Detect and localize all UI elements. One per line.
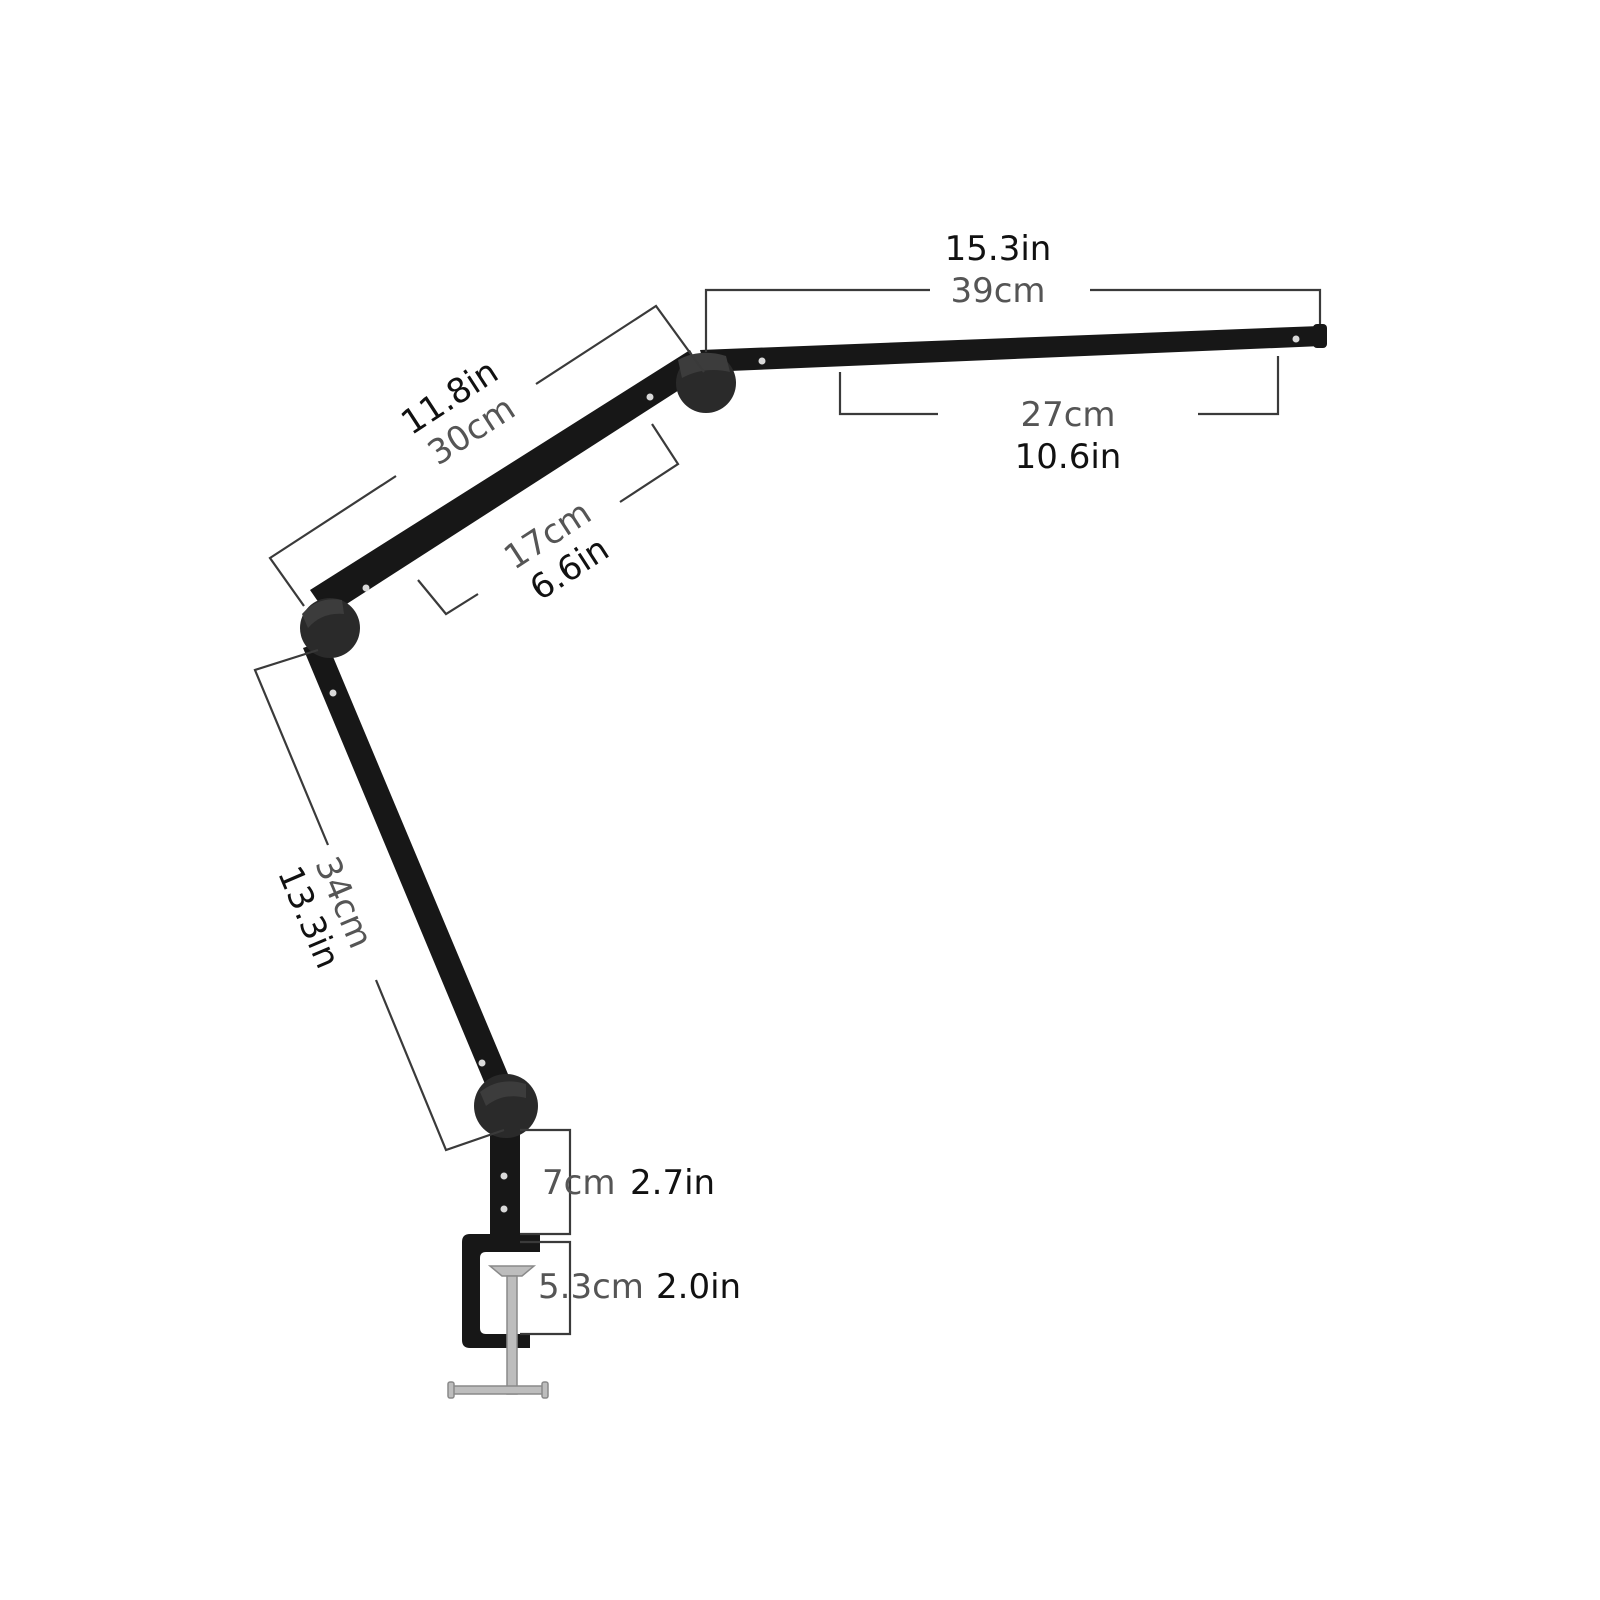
dim-clamp-opening	[520, 1240, 572, 1336]
middle-elbow-joint	[300, 598, 360, 658]
clamp-screw	[506, 1275, 518, 1395]
label-clamp-opening-cm: 5.3cm	[538, 1267, 644, 1307]
dimension-lines	[253, 288, 1322, 1336]
clamp-pad	[487, 1265, 537, 1277]
rivet	[1292, 335, 1300, 343]
dim-lower-arm	[253, 648, 505, 1152]
c-clamp	[447, 1234, 549, 1399]
label-top-arm-total-in: 15.3in	[945, 229, 1052, 269]
rivet	[362, 584, 370, 592]
label-top-arm-inner-in: 10.6in	[1015, 437, 1122, 477]
label-clamp-opening-in: 2.0in	[656, 1267, 741, 1307]
rivet	[758, 357, 766, 365]
label-post-height-cm: 7cm	[542, 1163, 615, 1203]
label-post-height-in: 2.7in	[630, 1163, 715, 1203]
top-elbow-joint	[676, 352, 736, 413]
top-arm-end-cap	[1313, 324, 1327, 348]
top-arm	[700, 326, 1322, 372]
dim-post-height	[520, 1128, 572, 1236]
middle-arm	[310, 350, 704, 616]
clamp-handle-end	[447, 1381, 455, 1399]
clamp-handle	[449, 1385, 547, 1395]
rivet	[500, 1172, 508, 1180]
dim-top-arm-inner	[838, 356, 1280, 416]
lower-arm	[303, 640, 518, 1108]
dim-middle-arm-inner	[417, 423, 680, 616]
dim-middle-arm-total	[268, 304, 705, 607]
rivet	[329, 689, 337, 697]
label-top-arm-inner-cm: 27cm	[1020, 395, 1115, 435]
base-joint	[474, 1074, 538, 1138]
lamp-body	[300, 324, 1327, 1399]
rivet	[500, 1205, 508, 1213]
clamp-handle-end	[541, 1381, 549, 1399]
label-top-arm-total-cm: 39cm	[950, 271, 1045, 311]
rivet	[646, 393, 654, 401]
rivet	[478, 1059, 486, 1067]
dim-top-arm-total	[704, 288, 1322, 352]
